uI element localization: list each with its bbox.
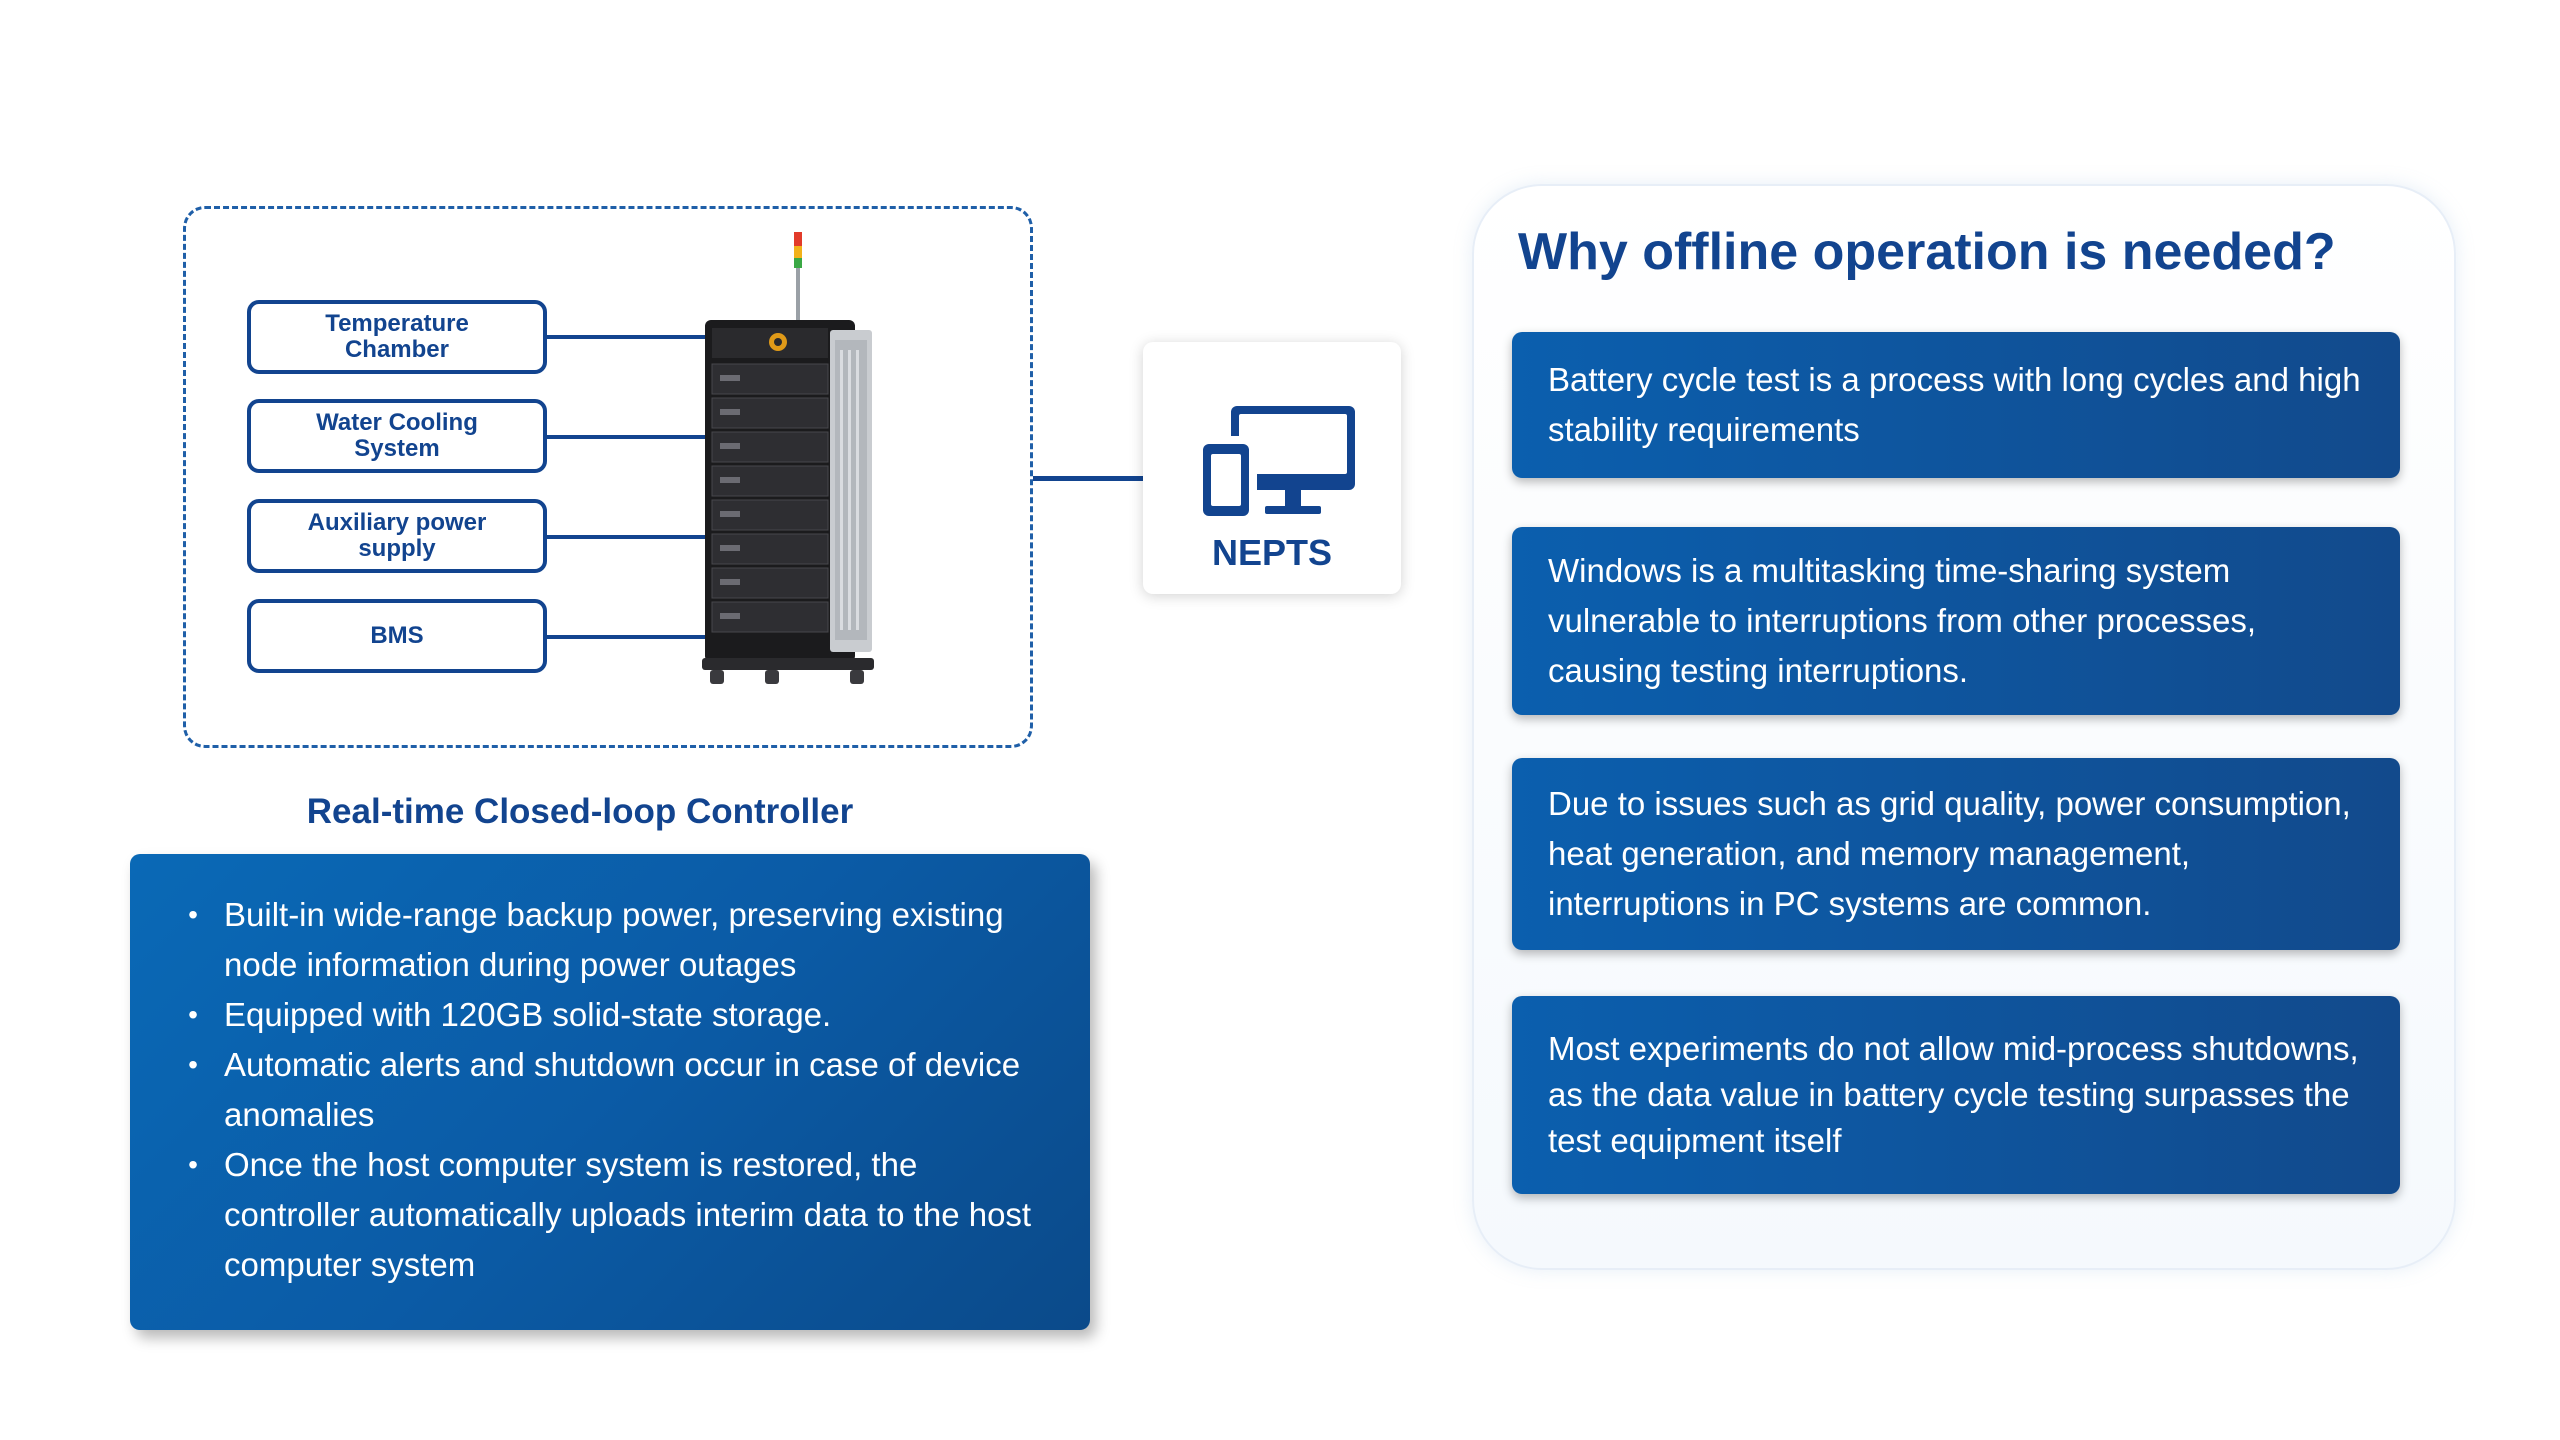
reason-text: Windows is a multitasking time-sharing s… [1548,552,2257,689]
bullet-icon: • [188,999,198,1030]
why-offline-title: Why offline operation is needed? [1518,223,2336,281]
connector-line-bms [547,635,707,639]
feature-item: • Built-in wide-range backup power, pres… [180,890,1040,990]
devices-icon [1199,406,1355,522]
nepts-card: NEPTS [1143,342,1401,594]
feature-text: Equipped with 120GB solid-state storage. [224,996,832,1033]
bullet-icon: • [188,1149,198,1180]
controller-title: Real-time Closed-loop Controller [306,792,854,831]
temperature-chamber-box: Temperature Chamber [247,300,547,374]
reason-card-1: Battery cycle test is a process with lon… [1512,332,2400,478]
connector-line-auxiliary [547,535,707,539]
reason-text: Battery cycle test is a process with lon… [1548,361,2361,448]
feature-text: Built-in wide-range backup power, preser… [224,896,1004,983]
controller-features-list: • Built-in wide-range backup power, pres… [180,890,1040,1290]
controller-frame [183,206,1033,748]
nepts-label: NEPTS [1211,532,1333,573]
reason-card-3: Due to issues such as grid quality, powe… [1512,758,2400,950]
feature-text: Automatic alerts and shutdown occur in c… [224,1046,1021,1133]
water-cooling-system-box: Water Cooling System [247,399,547,473]
feature-text: Once the host computer system is restore… [224,1146,1032,1283]
connector-line-water-cooling [547,435,707,439]
reason-text: Due to issues such as grid quality, powe… [1548,785,2351,922]
reason-card-2: Windows is a multitasking time-sharing s… [1512,527,2400,715]
bullet-icon: • [188,1049,198,1080]
bullet-icon: • [188,899,198,930]
controller-to-nepts-line [1033,476,1143,481]
feature-item: • Equipped with 120GB solid-state storag… [180,990,1040,1040]
cabinet-image-icon [702,232,874,684]
reason-card-4: Most experiments do not allow mid-proces… [1512,996,2400,1194]
controller-features-panel: • Built-in wide-range backup power, pres… [130,854,1090,1330]
feature-item: • Automatic alerts and shutdown occur in… [180,1040,1040,1140]
battery-tester-cabinet [690,230,880,690]
feature-item: • Once the host computer system is resto… [180,1140,1040,1290]
bms-box: BMS [247,599,547,673]
reason-text: Most experiments do not allow mid-proces… [1548,1030,2359,1159]
auxiliary-power-supply-box: Auxiliary power supply [247,499,547,573]
connector-line-temperature [547,335,707,339]
